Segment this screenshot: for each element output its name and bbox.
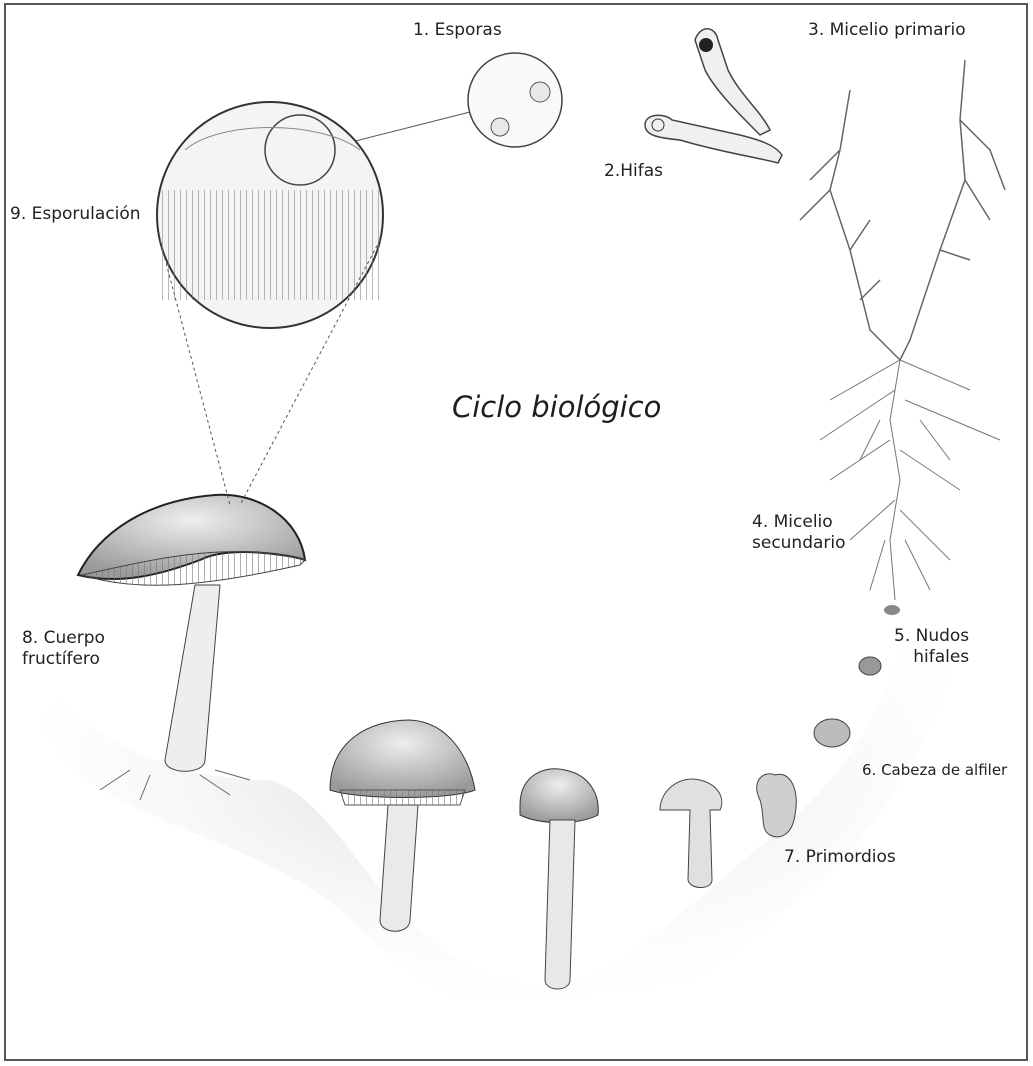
spores-magnified-circle: [468, 53, 562, 147]
label-nudos-hifales-line1: 5. Nudos: [894, 626, 969, 647]
primary-mycelium-drawing: [800, 60, 1005, 360]
label-primordios: 7. Primordios: [784, 847, 896, 868]
label-micelio-secundario-line2: secundario: [752, 533, 846, 554]
sporulation-magnified-circle: [157, 102, 383, 328]
label-cabeza-de-alfiler: 6. Cabeza de alfiler: [862, 760, 1007, 781]
diagram-title: Ciclo biológico: [452, 390, 661, 424]
young-mushroom-drawing: [520, 769, 598, 989]
label-micelio-secundario: 4. Micelio secundario: [752, 512, 846, 554]
label-hifas: 2.Hifas: [604, 161, 663, 182]
label-esporulacion: 9. Esporulación: [10, 204, 141, 225]
label-nudos-hifales-line2: hifales: [894, 647, 969, 668]
label-micelio-primario: 3. Micelio primario: [808, 20, 966, 41]
label-micelio-secundario-line1: 4. Micelio: [752, 512, 846, 533]
hyphae-drawing: [645, 29, 782, 163]
label-nudos-hifales: 5. Nudos hifales: [894, 626, 969, 668]
soil-arc: [40, 600, 960, 1020]
label-cuerpo-fructifero-line1: 8. Cuerpo: [22, 628, 105, 649]
secondary-mycelium-drawing: [820, 360, 1000, 600]
label-esporas: 1. Esporas: [413, 20, 502, 41]
label-cuerpo-fructifero: 8. Cuerpo fructífero: [22, 628, 105, 670]
label-cuerpo-fructifero-line2: fructífero: [22, 649, 105, 670]
